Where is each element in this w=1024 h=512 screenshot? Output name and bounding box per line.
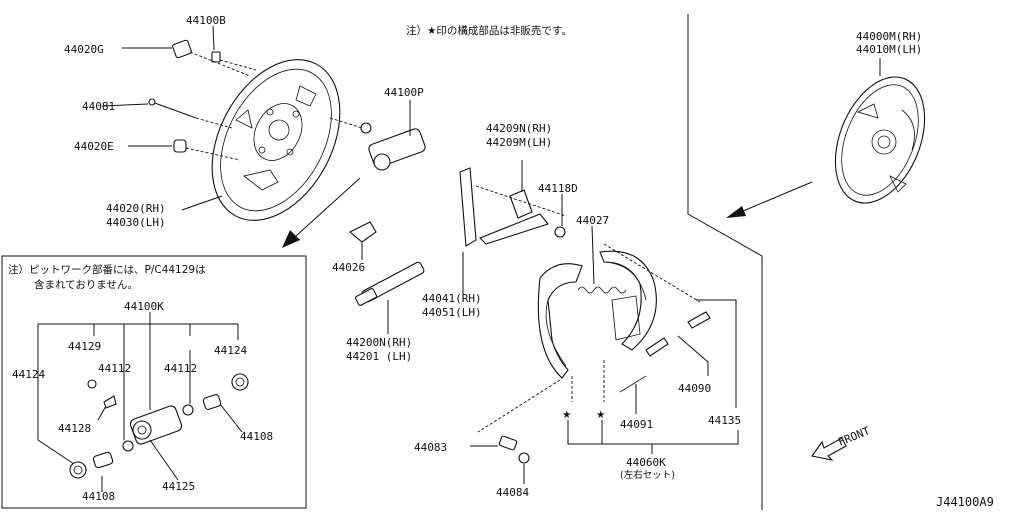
label-44060K: 44060K — [626, 456, 666, 469]
lever-44209N — [479, 160, 549, 245]
part-44112a-icon — [122, 440, 134, 452]
adjuster-44200N — [354, 261, 425, 334]
label-44108b: 44108 — [240, 430, 273, 443]
label-44091: 44091 — [620, 418, 653, 431]
leader-44100B — [212, 25, 215, 51]
label-44129: 44129 — [68, 340, 101, 353]
part-44128-icon — [103, 395, 117, 409]
inset-note-line1: 注）ピットワーク部番には、P/C44129は — [8, 263, 206, 276]
label-44108a: 44108 — [82, 490, 115, 503]
dash-44081 — [195, 117, 233, 129]
star-marker-2: ★ — [596, 409, 605, 421]
label-44100B: 44100B — [186, 14, 226, 27]
strut-44041 — [459, 167, 567, 296]
label-44209M: 44209M(LH) — [486, 136, 552, 149]
part-44108a-icon — [92, 451, 114, 469]
leader-44125 — [149, 439, 179, 481]
label-44041: 44041(RH) — [422, 292, 482, 305]
inset-box — [1, 255, 307, 509]
label-44020RH: 44020(RH) — [106, 202, 166, 215]
part-44081-icon — [151, 101, 197, 119]
leader-44108b — [219, 403, 243, 433]
label-44051: 44051(LH) — [422, 306, 482, 319]
label-44000M: 44000M(RH) — [856, 30, 922, 43]
part-44090-icon — [645, 337, 669, 357]
part-44118D-icon — [554, 226, 566, 238]
star-marker-1: ★ — [562, 409, 571, 421]
label-44027: 44027 — [576, 214, 609, 227]
label-44020G: 44020G — [64, 43, 104, 56]
spring-44027 — [577, 225, 627, 294]
label-44112b: 44112 — [164, 362, 197, 375]
arrow-to-inset-head — [282, 230, 300, 248]
part-44112b-icon — [182, 404, 194, 416]
front-arrow-icon — [811, 437, 847, 461]
dash-44100B — [219, 59, 257, 71]
label-44020E: 44020E — [74, 140, 114, 153]
part-44091-icon — [619, 375, 647, 393]
label-44026: 44026 — [332, 261, 365, 274]
part-44026-icon — [349, 221, 377, 243]
label-44081: 44081 — [82, 100, 115, 113]
part-44081-head — [148, 98, 156, 106]
label-44125: 44125 — [162, 480, 195, 493]
leader-44090 — [677, 335, 709, 376]
part-44083-icon — [498, 435, 518, 451]
brake-assembly-44000M — [834, 58, 926, 204]
part-44108b-icon — [202, 394, 222, 410]
label-44135: 44135 — [708, 414, 741, 427]
diagram-id: J44100A9 — [936, 495, 994, 509]
backing-plate-44020 — [211, 59, 341, 221]
arrow-to-inset — [295, 177, 361, 237]
leader-44020 — [181, 195, 223, 211]
arrow-to-assembly-head — [726, 206, 746, 218]
label-44128: 44128 — [58, 422, 91, 435]
part-44129-icon — [87, 379, 97, 389]
part-44124a-icon — [69, 461, 87, 479]
dash-44020G — [189, 51, 251, 77]
part-44124b-inner — [235, 377, 245, 387]
part-44135-icon — [687, 311, 711, 329]
inset-wheel-cylinder — [129, 405, 183, 445]
label-44124b: 44124 — [214, 344, 247, 357]
label-44124a: 44124 — [12, 368, 45, 381]
region-divider — [687, 14, 763, 510]
label-44209N: 44209N(RH) — [486, 122, 552, 135]
dash-44020E — [185, 147, 241, 161]
leader-44081 — [101, 103, 149, 107]
label-44100P: 44100P — [384, 86, 424, 99]
wheel-cylinder-44100P — [329, 100, 426, 171]
leader-44135 — [696, 299, 737, 408]
label-44010M: 44010M(LH) — [856, 43, 922, 56]
leader-44128 — [97, 405, 107, 421]
top-note: 注）★印の構成部品は非販売です。 — [406, 24, 572, 37]
label-44201: 44201 (LH) — [346, 350, 412, 363]
label-44030LH: 44030(LH) — [106, 216, 166, 229]
part-44100B-icon — [211, 51, 221, 63]
part-44020E-icon — [173, 139, 187, 153]
brake-shoes-44060K — [477, 243, 701, 433]
label-44083: 44083 — [414, 441, 447, 454]
label-44090: 44090 — [678, 382, 711, 395]
leader-44124a — [37, 324, 75, 465]
part-44084-icon — [518, 452, 530, 464]
part-44020G-icon — [172, 39, 192, 59]
label-44060K-sub: (左右セット) — [620, 469, 675, 481]
label-44118D: 44118D — [538, 182, 578, 195]
part-44124a-inner — [73, 465, 83, 475]
part-44124b-icon — [231, 373, 249, 391]
label-44084: 44084 — [496, 486, 529, 499]
label-44100K: 44100K — [124, 300, 164, 313]
bracket-44060K — [567, 420, 739, 445]
front-label: FRONT — [836, 424, 872, 449]
label-44200N: 44200N(RH) — [346, 336, 412, 349]
arrow-to-assembly — [735, 181, 813, 215]
inset-note-line2: 含まれておりません。 — [34, 278, 138, 291]
label-44112a: 44112 — [98, 362, 131, 375]
